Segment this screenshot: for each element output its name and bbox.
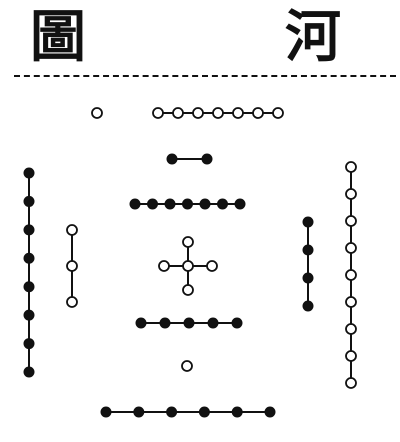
- white-dot: [345, 215, 357, 227]
- white-dot: [206, 260, 218, 272]
- black-dot: [133, 406, 145, 418]
- top-black-group-2: [166, 153, 213, 165]
- black-dot: [166, 153, 178, 165]
- white-dot: [181, 360, 193, 372]
- black-dot: [159, 317, 171, 329]
- white-dot: [345, 161, 357, 173]
- white-dot: [158, 260, 170, 272]
- black-dot: [164, 198, 176, 210]
- black-dot: [23, 167, 35, 179]
- right-white-group-9: [345, 161, 357, 389]
- bottom-black-group-6: [100, 406, 276, 418]
- white-dot: [182, 284, 194, 296]
- black-dot: [23, 252, 35, 264]
- black-dot: [302, 216, 314, 228]
- white-dot: [345, 242, 357, 254]
- black-dot: [231, 406, 243, 418]
- black-dot: [23, 224, 35, 236]
- title-underline: [14, 75, 396, 77]
- black-dot: [166, 406, 178, 418]
- white-dot: [252, 107, 264, 119]
- black-dot: [302, 300, 314, 312]
- black-dot: [23, 338, 35, 350]
- white-dot: [152, 107, 164, 119]
- black-dot: [264, 406, 276, 418]
- left-black-group-8: [23, 167, 35, 378]
- title-char-1: 圖: [30, 4, 86, 70]
- black-dot: [135, 317, 147, 329]
- black-dot: [201, 153, 213, 165]
- white-dot: [212, 107, 224, 119]
- white-dot: [272, 107, 284, 119]
- black-dot: [23, 195, 35, 207]
- white-dot: [232, 107, 244, 119]
- black-dot: [23, 309, 35, 321]
- white-dot: [66, 260, 78, 272]
- white-dot: [345, 377, 357, 389]
- top-white-group-7: [152, 107, 284, 119]
- white-dot: [66, 224, 78, 236]
- black-dot: [234, 198, 246, 210]
- white-dot: [192, 107, 204, 119]
- title-char-2: 河: [285, 4, 341, 70]
- white-dot: [345, 296, 357, 308]
- center-white-group-5: [158, 236, 218, 296]
- right-black-group-4: [302, 216, 314, 312]
- black-dot: [199, 198, 211, 210]
- white-dot: [345, 323, 357, 335]
- white-dot: [345, 350, 357, 362]
- black-dot: [217, 198, 228, 210]
- black-dot: [129, 198, 141, 210]
- white-dot: [182, 236, 194, 248]
- black-dot: [23, 366, 35, 378]
- white-dot: [172, 107, 184, 119]
- black-dot: [231, 317, 243, 329]
- black-dot: [207, 317, 219, 329]
- white-dot: [345, 269, 357, 281]
- black-dot: [23, 281, 35, 293]
- top-white-group-1: [91, 107, 103, 119]
- black-dot: [198, 406, 210, 418]
- white-dot: [182, 260, 194, 272]
- black-dot: [183, 317, 195, 329]
- bottom-white-group-1: [181, 360, 193, 372]
- white-dot: [345, 188, 357, 200]
- black-dot: [182, 198, 193, 210]
- black-dot: [147, 198, 158, 210]
- black-dot: [302, 244, 314, 256]
- left-white-group-3: [66, 224, 78, 308]
- lower-black-group-5: [135, 317, 243, 329]
- white-dot: [66, 296, 78, 308]
- black-dot: [100, 406, 112, 418]
- black-dot: [302, 272, 314, 284]
- white-dot: [91, 107, 103, 119]
- upper-black-group-7: [129, 198, 246, 210]
